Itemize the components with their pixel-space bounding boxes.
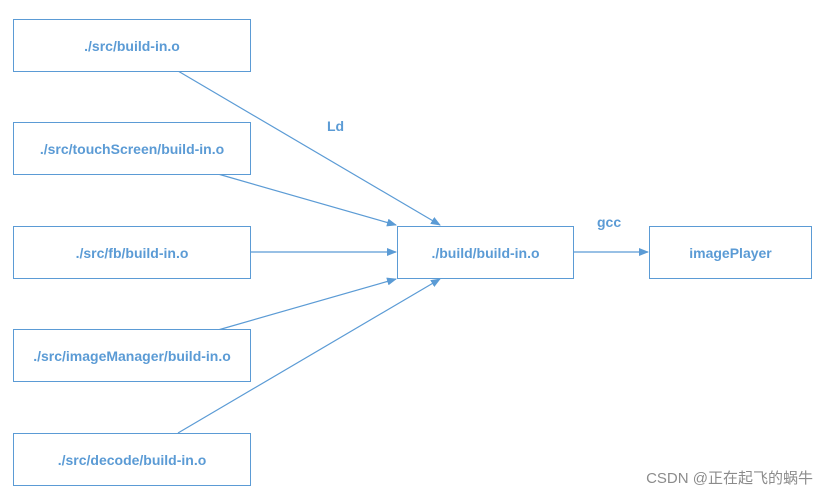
source-node-src-build-in: ./src/build-in.o bbox=[13, 19, 251, 72]
source-node-touchscreen-build-in: ./src/touchScreen/build-in.o bbox=[13, 122, 251, 175]
edge-build-in-to-target bbox=[177, 70, 441, 226]
target-node-label: ./build/build-in.o bbox=[431, 244, 540, 261]
edge-label-gcc: gcc bbox=[597, 214, 622, 230]
source-node-decode-build-in: ./src/decode/build-in.o bbox=[13, 433, 251, 486]
output-node-imageplayer: imagePlayer bbox=[649, 226, 812, 279]
edge-decode-to-target bbox=[177, 278, 441, 434]
output-node-label: imagePlayer bbox=[689, 244, 772, 261]
edge-touchscreen-to-target bbox=[217, 173, 397, 227]
edge-label-ld: Ld bbox=[327, 118, 345, 134]
source-node-imagemanager-build-in: ./src/imageManager/build-in.o bbox=[13, 329, 251, 382]
source-node-label: ./src/decode/build-in.o bbox=[57, 451, 207, 468]
source-node-label: ./src/fb/build-in.o bbox=[75, 244, 189, 261]
watermark-text: CSDN @正在起飞的蜗牛 bbox=[646, 470, 813, 487]
source-node-label: ./src/touchScreen/build-in.o bbox=[39, 140, 225, 157]
source-node-label: ./src/imageManager/build-in.o bbox=[33, 347, 231, 364]
edge-imagemanager-to-target bbox=[217, 277, 397, 331]
source-node-fb-build-in: ./src/fb/build-in.o bbox=[13, 226, 251, 279]
target-node-build-in: ./build/build-in.o bbox=[397, 226, 574, 279]
source-node-label: ./src/build-in.o bbox=[84, 37, 180, 54]
